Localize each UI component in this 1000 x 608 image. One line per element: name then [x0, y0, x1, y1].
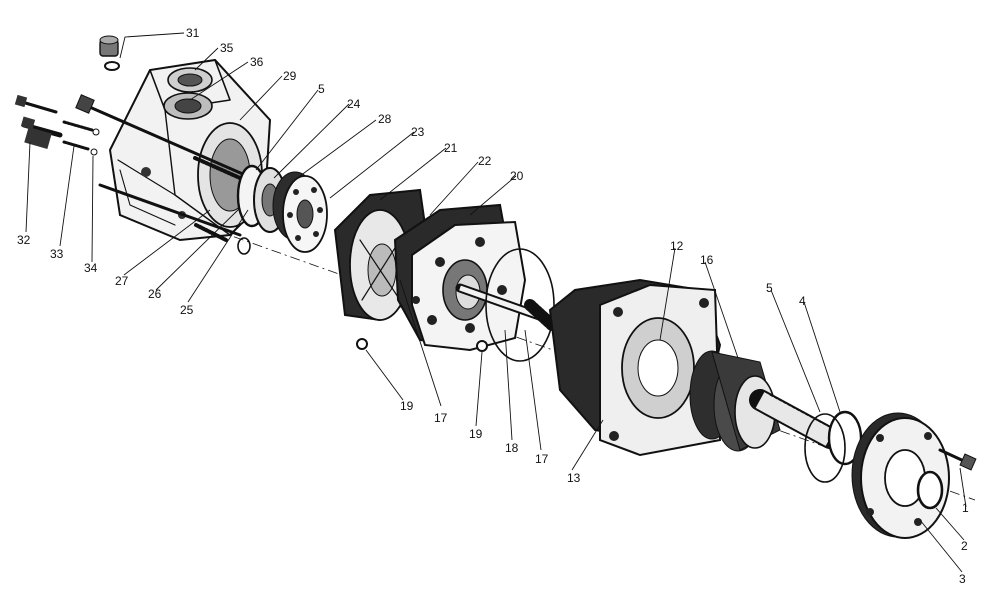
callout-29: 29 [283, 69, 297, 83]
callout-34: 34 [84, 261, 98, 275]
callout-26: 26 [148, 287, 162, 301]
callout-17-right: 17 [535, 452, 549, 466]
callout-19-left: 19 [400, 399, 414, 413]
callout-31: 31 [186, 26, 200, 40]
relief-valve-parts [14, 94, 100, 156]
callout-25: 25 [180, 303, 194, 317]
washer-right [476, 340, 488, 352]
callout-2: 2 [961, 539, 968, 553]
callout-33: 33 [50, 247, 64, 261]
callout-23: 23 [411, 125, 425, 139]
gerotor-set [393, 203, 527, 352]
callout-35: 35 [220, 41, 234, 55]
callout-27: 27 [115, 274, 129, 288]
callout-18: 18 [505, 441, 519, 455]
callout-13: 13 [567, 471, 581, 485]
callout-3: 3 [959, 572, 966, 586]
callout-5-upper: 5 [318, 82, 325, 96]
leader-lines [25, 32, 967, 573]
output-housing [548, 278, 722, 457]
callout-32: 32 [17, 233, 31, 247]
plug [99, 35, 120, 71]
through-bolts [75, 94, 247, 237]
washer-left [356, 338, 368, 350]
callout-17-left: 17 [434, 411, 448, 425]
drive-shaft [455, 248, 558, 362]
callout-4: 4 [799, 294, 806, 308]
bearing-assembly [689, 350, 841, 452]
callout-28: 28 [378, 112, 392, 126]
callout-24: 24 [347, 97, 361, 111]
callout-16: 16 [700, 253, 714, 267]
seal-ring [804, 413, 846, 483]
callout-labels: 31 35 36 29 5 24 28 23 21 22 20 12 16 5 … [17, 26, 969, 586]
callout-1: 1 [962, 501, 969, 515]
callout-36: 36 [250, 55, 264, 69]
callout-20: 20 [510, 169, 524, 183]
cap [916, 470, 944, 510]
callout-22: 22 [478, 154, 492, 168]
callout-12: 12 [670, 239, 684, 253]
callout-19-right: 19 [469, 427, 483, 441]
callout-21: 21 [444, 141, 458, 155]
flange-bolt [938, 448, 977, 471]
valve-spool-assembly [194, 164, 328, 255]
callout-5-lower: 5 [766, 281, 773, 295]
